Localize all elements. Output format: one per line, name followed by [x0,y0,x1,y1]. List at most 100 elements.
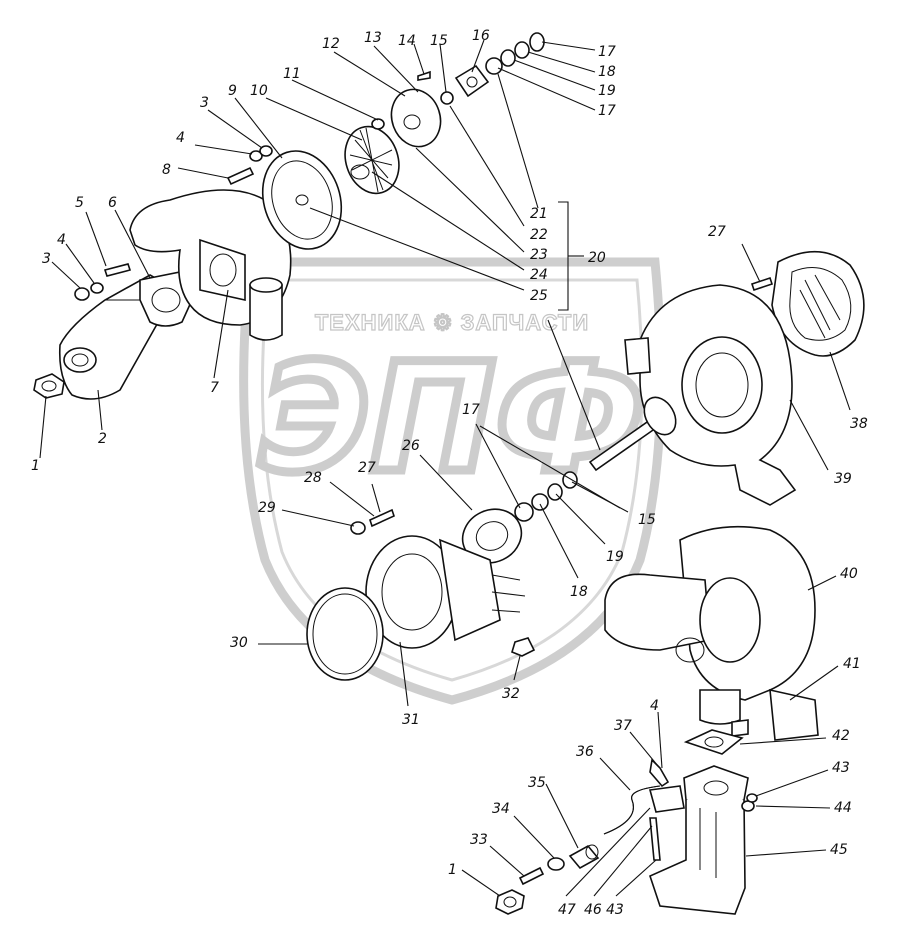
callout-1: 1 [31,458,40,474]
callout-40: 40 [840,566,858,582]
part-30-ring [306,587,384,681]
callout-17-lower: 17 [462,402,480,418]
watermark-caption: ТЕХНИКА ⚙ ЗАПЧАСТИ [315,310,589,335]
part-17-19-bushing-stack [485,32,545,75]
callout-6: 6 [108,195,117,211]
callout-22: 22 [530,227,548,243]
callout-42: 42 [832,728,850,744]
callout-11: 11 [283,66,301,82]
part-3-nut [74,287,90,301]
part-8-screw [226,166,255,186]
part-43-washer [746,793,758,803]
callout-2: 2 [98,431,107,447]
part-33-screw [518,866,545,886]
callout-3-upper: 3 [200,95,209,111]
part-34-clamp [547,857,565,871]
callout-25: 25 [530,288,548,304]
callout-3: 3 [42,251,51,267]
callout-15: 15 [430,33,448,49]
callout-21: 21 [530,206,548,222]
part-5-stud [103,263,132,277]
part-45-exhaust-elbow [649,765,749,915]
callout-31: 31 [402,712,420,728]
callout-39: 39 [834,471,852,487]
callout-37: 37 [614,718,632,734]
callout-8: 8 [162,162,171,178]
part-12-seal-plate [390,88,442,148]
callout-30: 30 [230,635,248,651]
part-29-nut [350,521,366,535]
callout-4-upper: 4 [176,130,185,146]
part-lower-bushing-stack [514,471,578,522]
callout-26: 26 [402,438,420,454]
part-3-nut-upper [259,145,273,157]
callout-27-lower: 27 [358,460,376,476]
part-4-washer [90,282,104,294]
callout-1-lower: 1 [448,862,457,878]
part-15-ring [440,91,454,105]
part-38-turbine-shroud [771,250,865,357]
callout-43-lower: 43 [606,902,624,918]
part-31-bearing-housing [365,535,526,649]
part-41-stud [731,719,749,737]
callout-20: 20 [588,250,606,266]
part-1-fitting-lower [495,889,525,915]
callout-10: 10 [250,83,268,99]
parts [33,32,865,915]
watermark: ТЕХНИКА ⚙ ЗАПЧАСТИ ЭПФ [239,257,666,705]
callout-34: 34 [492,801,510,817]
watermark-logo-text: ЭПФ [260,332,644,506]
part-37-bolt [649,758,670,788]
callout-35: 35 [528,775,546,791]
callout-4-lower: 4 [650,698,659,714]
callout-45: 45 [830,842,848,858]
callout-47: 47 [558,902,576,918]
part-9-plate [261,150,343,250]
part-16-thrust-plate [454,64,490,98]
callout-23: 23 [530,247,548,263]
callout-9: 9 [228,83,237,99]
callout-18: 18 [598,64,616,80]
part-14-screw [417,70,431,81]
callout-41: 41 [843,656,861,672]
callout-19: 19 [598,83,616,99]
callout-17-second: 17 [598,103,616,119]
callout-19-lower: 19 [606,549,624,565]
callout-44: 44 [834,800,852,816]
callout-17: 17 [598,44,616,60]
callout-38: 38 [850,416,868,432]
part-32-plug [511,637,536,657]
callout-33: 33 [470,832,488,848]
callout-4: 4 [57,232,66,248]
callout-14: 14 [398,33,416,49]
part-1-nut [33,373,65,399]
part-7-compressor-cover [129,189,292,341]
callout-13: 13 [364,30,382,46]
callout-7: 7 [210,380,219,396]
callout-46: 46 [584,902,602,918]
part-39-turbine-housing [624,284,797,506]
part-47-bracket [648,785,685,813]
callout-5: 5 [75,195,84,211]
part-4-washer-upper [249,150,263,162]
part-27-stud-upper [750,276,774,292]
callout-27: 27 [708,224,726,240]
callout-36: 36 [576,744,594,760]
callout-43: 43 [832,760,850,776]
callout-24: 24 [530,267,548,283]
callout-labels: 1 2 3 4 5 6 7 3 4 8 9 10 11 12 13 14 15 … [31,28,868,918]
part-42-gasket [683,729,744,755]
part-46-bolt [649,817,661,861]
watermark-shield [239,257,666,705]
callout-15-lower: 15 [638,512,656,528]
part-35-hose [568,844,600,870]
callout-16: 16 [472,28,490,44]
part-10-compressor-wheel [344,125,400,195]
callout-32: 32 [502,686,520,702]
callout-28: 28 [304,470,322,486]
callout-29: 29 [258,500,276,516]
part-26-seal [461,508,523,564]
part-28-stud [369,508,395,528]
